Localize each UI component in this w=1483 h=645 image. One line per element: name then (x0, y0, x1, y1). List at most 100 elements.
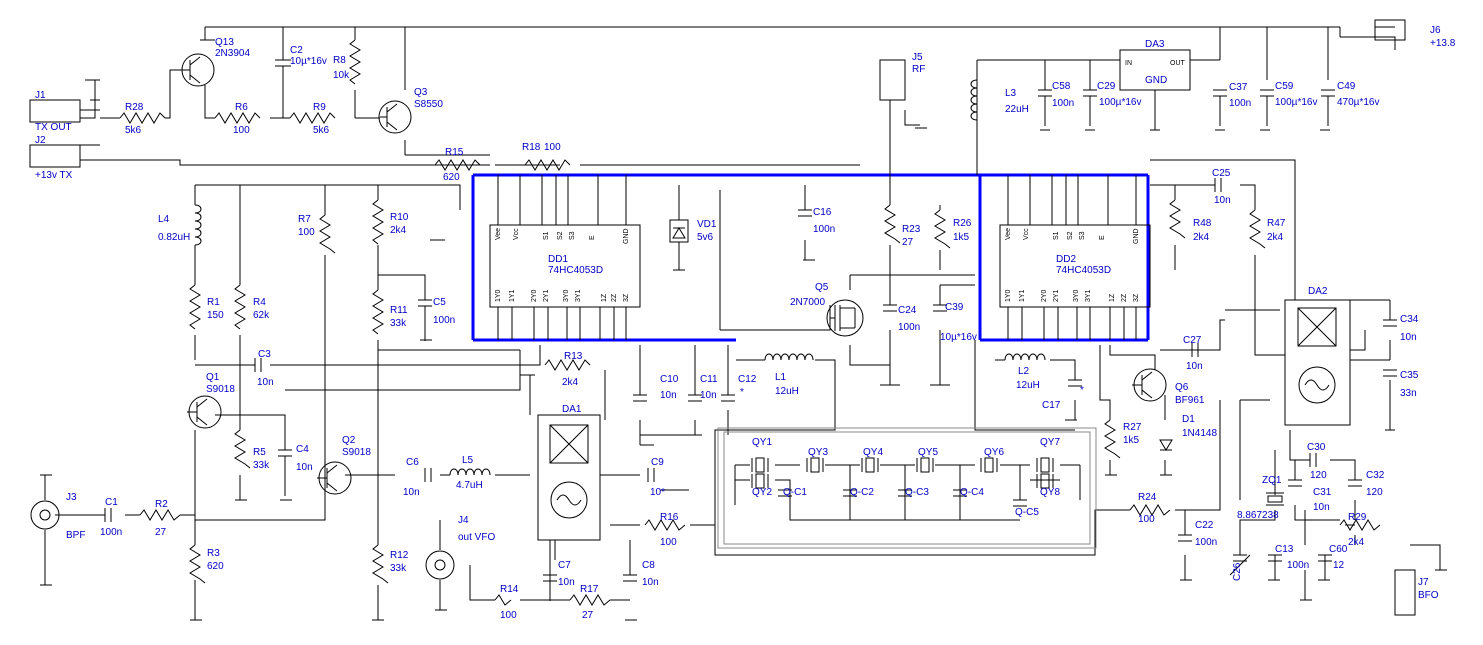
qy6-ref: QY6 (984, 447, 1004, 458)
q3-ref: Q3 (414, 87, 428, 98)
c27-ref: C27 (1183, 335, 1202, 346)
svg-text:Vee: Vee (1005, 228, 1012, 240)
da3-regulator: IN OUT GND (1119, 49, 1191, 91)
r47-value: 2k4 (1267, 232, 1284, 243)
r2-value: 27 (155, 527, 167, 538)
r8-value: 10k (333, 70, 350, 81)
r9-value: 5k6 (313, 125, 330, 136)
qy1-ref: QY1 (752, 437, 772, 448)
c27-value: 10n (1186, 361, 1203, 372)
c49-ref: C49 (1337, 81, 1356, 92)
c1-ref: C1 (105, 497, 118, 508)
l4-value: 0.82uH (158, 232, 190, 243)
svg-text:Vcc: Vcc (1023, 228, 1030, 240)
c58-ref: C58 (1052, 81, 1071, 92)
r4-ref: R4 (253, 297, 266, 308)
resistors (119, 39, 1381, 606)
r15-value: 620 (443, 172, 460, 183)
dd2-ic: DD2 74HC4053D Vee Vcc S1 S2 S3 E GND 1Y0… (999, 175, 1151, 340)
r24-ref: R24 (1138, 492, 1157, 503)
c34-value: 10n (1400, 332, 1417, 343)
r18-ref: R18 (522, 142, 541, 153)
c3-value: 10n (257, 377, 274, 388)
r13-ref: R13 (564, 351, 583, 362)
j5-value: RF (912, 64, 925, 75)
r6-value: 100 (233, 125, 250, 136)
j3-ref: J3 (66, 492, 77, 503)
qc2-ref: Q-C2 (850, 487, 874, 498)
j2-ref: J2 (35, 135, 46, 146)
c35-value: 33n (1400, 388, 1417, 399)
r2-ref: R2 (155, 499, 168, 510)
qy2-ref: QY2 (752, 487, 772, 498)
j6-value: +13.8 (1430, 38, 1456, 49)
connectors (29, 19, 1416, 616)
c11-value: 10n (700, 390, 717, 401)
r18-value: 100 (544, 142, 561, 153)
r12-value: 33k (390, 563, 407, 574)
dd1-ic: DD1 74HC4053D Vee Vcc S1 S2 S3 E GND 1Y0… (489, 175, 641, 340)
qy7-ref: QY7 (1040, 437, 1060, 448)
c60-value: 12 (1333, 560, 1345, 571)
c22-value: 100n (1195, 537, 1217, 548)
c7-value: 10n (558, 577, 575, 588)
svg-text:2Z: 2Z (1121, 293, 1128, 302)
r47-ref: R47 (1267, 218, 1286, 229)
c16-ref: C16 (813, 207, 832, 218)
c13-value: 100n (1287, 560, 1309, 571)
q13-ref: Q13 (215, 37, 234, 48)
svg-text:GND: GND (1133, 228, 1140, 244)
c32-value: 120 (1366, 487, 1383, 498)
c29-ref: C29 (1097, 81, 1116, 92)
r27-ref: R27 (1123, 422, 1142, 433)
r11-ref: R11 (390, 305, 408, 316)
j4-value: out VFO (458, 532, 495, 543)
svg-text:S3: S3 (569, 231, 576, 240)
j6-ref: J6 (1430, 25, 1441, 36)
r10-ref: R10 (390, 212, 409, 223)
svg-text:3Y1: 3Y1 (575, 289, 582, 302)
c26-ref: C26 (1232, 562, 1243, 581)
c30-ref: C30 (1307, 442, 1326, 453)
capacitors (104, 59, 1397, 601)
qc4-ref: Q-C4 (960, 487, 984, 498)
mixers (537, 299, 1351, 541)
wiring (55, 26, 1441, 620)
c29-value: 100µ*16v (1099, 97, 1141, 108)
c5-value: 100n (433, 315, 455, 326)
c9-value: 10* (650, 487, 665, 498)
dd1-ref: DD1 (548, 254, 568, 265)
c22-ref: C22 (1195, 520, 1214, 531)
r7-value: 100 (298, 227, 315, 238)
zq1-ref: ZQ1 (1262, 475, 1282, 486)
dd1-value: 74HC4053D (548, 265, 603, 276)
inductors (194, 79, 1046, 476)
r10-value: 2k4 (390, 225, 407, 236)
d1-ref: D1 (1182, 414, 1195, 425)
r1-value: 150 (207, 310, 224, 321)
l4-ref: L4 (158, 214, 170, 225)
q1-ref: Q1 (206, 372, 220, 383)
qy5-ref: QY5 (918, 447, 938, 458)
q2-value: S9018 (342, 447, 371, 458)
c60-ref: C60 (1329, 544, 1348, 555)
r29-ref: R29 (1348, 512, 1367, 523)
r17-ref: R17 (580, 584, 599, 595)
c12-ref: C12 (738, 374, 757, 385)
c16-value: 100n (813, 224, 835, 235)
crystals (717, 427, 1284, 549)
r48-value: 2k4 (1193, 232, 1210, 243)
svg-text:Vee: Vee (495, 228, 502, 240)
svg-text:1Y1: 1Y1 (1019, 289, 1026, 302)
r16-ref: R16 (660, 512, 679, 523)
c25-value: 10n (1214, 195, 1231, 206)
svg-text:3Z: 3Z (1133, 293, 1140, 302)
svg-text:1Y0: 1Y0 (495, 289, 502, 302)
q1-value: S9018 (206, 384, 235, 395)
r15-ref: R15 (445, 147, 464, 158)
r23-value: 27 (902, 237, 914, 248)
c24-ref: C24 (898, 305, 917, 316)
c34-ref: C34 (1400, 314, 1419, 325)
r9-ref: R9 (313, 102, 326, 113)
c59-value: 100µ*16v (1275, 97, 1317, 108)
